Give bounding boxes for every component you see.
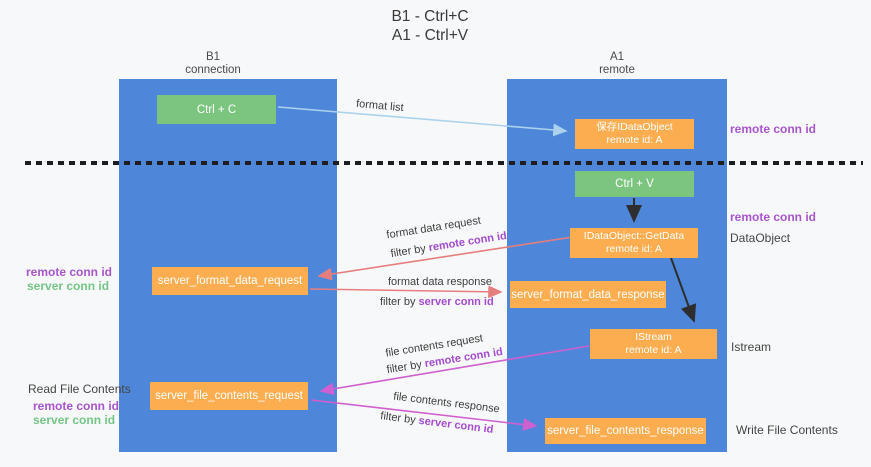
format-data-response-label: format data response — [388, 276, 492, 288]
node-ctrl-c: Ctrl + C — [157, 95, 276, 124]
node-server-file-contents-request: server_file_contents_request — [150, 382, 308, 410]
ctrl-v-label: Ctrl + V — [615, 178, 654, 190]
filter-by-prefix-3: filter by — [385, 358, 426, 377]
filter-by-prefix-4: filter by — [379, 410, 420, 427]
remote-conn-id-label-top: remote conn id — [730, 122, 817, 136]
node-server-format-data-response: server_format_data_response — [510, 281, 666, 308]
istream-side-label: Istream — [731, 340, 772, 354]
node-idataobject-getdata: IDataObject::GetData remote id: A — [570, 228, 698, 258]
ctrl-c-label: Ctrl + C — [196, 103, 237, 116]
lane-b1-name: B1 — [205, 51, 221, 63]
filter-by-server-conn-id-label-2: filter by server conn id — [380, 410, 494, 436]
left-server-conn-id-1: server conn id — [27, 279, 110, 293]
left-remote-conn-id-2: remote conn id — [33, 399, 120, 413]
istream-line1: IStream — [635, 331, 672, 343]
read-file-contents-label: Read File Contents — [28, 382, 131, 396]
title-line-1: B1 - Ctrl+C — [391, 8, 469, 25]
format-list-label: format list — [355, 97, 405, 115]
lane-a1-name: A1 — [609, 51, 625, 63]
save-idataobject-line1: 保存IDataObject — [596, 121, 673, 133]
filter-by-value-1: remote conn id — [427, 229, 508, 255]
server-file-contents-response-label: server_file_contents_response — [547, 425, 704, 437]
save-idataobject-line2: remote id: A — [606, 134, 663, 146]
node-ctrl-v: Ctrl + V — [575, 171, 694, 197]
left-remote-conn-id-1: remote conn id — [26, 265, 113, 279]
dataobject-label: DataObject — [730, 231, 791, 245]
filter-by-value-4: server conn id — [417, 414, 495, 436]
filter-by-server-conn-id-label-1: filter by server conn id — [380, 296, 494, 308]
getdata-line2: remote id: A — [605, 243, 663, 255]
session-separator-dashed-line — [25, 161, 863, 165]
filter-by-prefix-1: filter by — [389, 242, 430, 261]
remote-conn-id-label-mid: remote conn id — [730, 210, 817, 224]
lane-a1-role: remote — [599, 64, 635, 76]
lane-b1-role: connection — [185, 64, 241, 76]
format-data-response-arrow — [309, 285, 503, 299]
server-file-contents-request-label: server_file_contents_request — [155, 390, 303, 402]
server-format-data-response-label: server_format_data_response — [511, 288, 665, 301]
node-server-file-contents-response: server_file_contents_response — [545, 418, 706, 444]
node-save-idataobject: 保存IDataObject remote id: A — [575, 119, 694, 149]
title-line-2: A1 - Ctrl+V — [391, 27, 469, 44]
lane-header-a1: A1 remote — [547, 51, 687, 77]
file-contents-response-label: file contents response — [392, 390, 501, 416]
left-server-conn-id-2: server conn id — [33, 413, 116, 427]
filter-by-prefix-2: filter by — [380, 296, 419, 308]
diagram-title: B1 - Ctrl+C A1 - Ctrl+V — [0, 7, 860, 45]
node-istream: IStream remote id: A — [590, 329, 717, 359]
getdata-line1: IDataObject::GetData — [583, 230, 685, 242]
istream-line2: remote id: A — [625, 344, 682, 356]
write-file-contents-label: Write File Contents — [736, 423, 838, 437]
filter-by-value-2: server conn id — [418, 296, 494, 308]
server-format-data-request-label: server_format_data_request — [157, 275, 303, 287]
node-server-format-data-request: server_format_data_request — [152, 267, 308, 295]
lane-header-b1: B1 connection — [143, 51, 283, 77]
